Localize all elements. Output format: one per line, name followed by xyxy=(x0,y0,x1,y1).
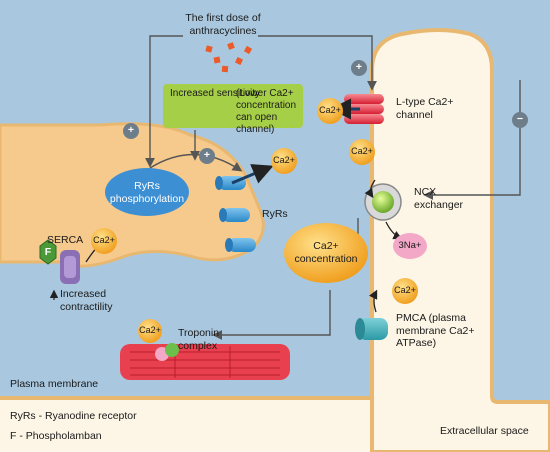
increased-contractility-label: Increased contractility xyxy=(60,288,113,313)
ryrs-label: RyRs xyxy=(262,208,288,220)
sodium-label: 3Na+ xyxy=(398,240,422,251)
ryrs-phosphorylation-label: RyRs phosphorylation xyxy=(109,180,185,205)
plus-1-text: + xyxy=(127,124,135,136)
legend-item-ryrs: RyRs - Ryanodine receptor xyxy=(10,410,137,422)
extracellular-invagination xyxy=(370,28,550,452)
ca-ion-1-label: Ca2+ xyxy=(273,155,295,165)
ca-ion-1 xyxy=(271,148,297,174)
l-type-channel xyxy=(330,94,384,124)
extracellular-bottom xyxy=(0,398,370,452)
troponin-complex xyxy=(155,343,179,361)
legend-item-phospholamban: F - Phospholamban xyxy=(10,430,102,442)
ca-ion-2-label: Ca2+ xyxy=(319,105,341,115)
arrow-to-ryrs xyxy=(145,35,183,168)
extracellular-space-label: Extracellular space xyxy=(440,425,529,437)
ca-ion-3-label: Ca2+ xyxy=(351,146,373,156)
ca-concentration-oval xyxy=(284,223,368,283)
plus-sign-1 xyxy=(123,123,139,139)
sensitivity-box xyxy=(163,84,303,128)
plus-3-text: + xyxy=(355,61,363,73)
ryr-channel-1 xyxy=(219,208,250,222)
ca-ion-3 xyxy=(349,139,375,165)
ca-ion-2 xyxy=(317,98,343,124)
sodium-ion xyxy=(393,233,427,259)
ryr-channel-2 xyxy=(225,238,256,252)
troponin-complex-label: Troponin complex xyxy=(178,327,220,352)
arrow-to-ltype xyxy=(258,35,377,91)
minus-sign xyxy=(512,112,528,128)
phospholamban xyxy=(39,239,57,265)
serca-label: SERCA xyxy=(47,234,84,246)
ncx-exchanger-label: NCX exchanger xyxy=(414,186,464,211)
arrow-phos-to-ryrs xyxy=(149,153,243,172)
ncx-exchanger xyxy=(364,183,402,221)
phospholamban-letter: F xyxy=(44,246,52,258)
ca-ion-5 xyxy=(392,278,418,304)
pmca-label: PMCA (plasma membrane Ca2+ ATPase) xyxy=(396,312,475,350)
drug-title: The first dose of anthracyclines xyxy=(185,12,261,37)
plus-sign-3 xyxy=(351,60,367,76)
minus-text: − xyxy=(516,113,524,125)
plus-2-text: + xyxy=(203,149,211,161)
ca-ion-6 xyxy=(138,319,162,343)
pmca-pump xyxy=(355,318,388,340)
lower-ca-note: (Lower Ca2+ concentration can open chann… xyxy=(236,88,297,135)
plus-sign-2 xyxy=(199,148,215,164)
phosphorylation-oval xyxy=(105,168,189,216)
ca-ion-4 xyxy=(91,228,117,254)
increased-sensitivity-label: Increased sensitivity xyxy=(170,88,261,99)
ca-ion-5-label: Ca2+ xyxy=(394,285,416,295)
arrow-conc-to-troponin xyxy=(212,290,331,340)
l-type-channel-label: L-type Ca2+ channel xyxy=(396,96,454,121)
serca-pump xyxy=(60,242,102,284)
plasma-membrane-label: Plasma membrane xyxy=(10,378,99,390)
drug-particles xyxy=(205,42,253,73)
ca-ion-4-label: Ca2+ xyxy=(93,235,115,245)
ca-ion-6-label: Ca2+ xyxy=(139,325,161,335)
ca-concentration-label: Ca2+ concentration xyxy=(294,240,358,265)
ryr-channel-open xyxy=(215,164,274,190)
